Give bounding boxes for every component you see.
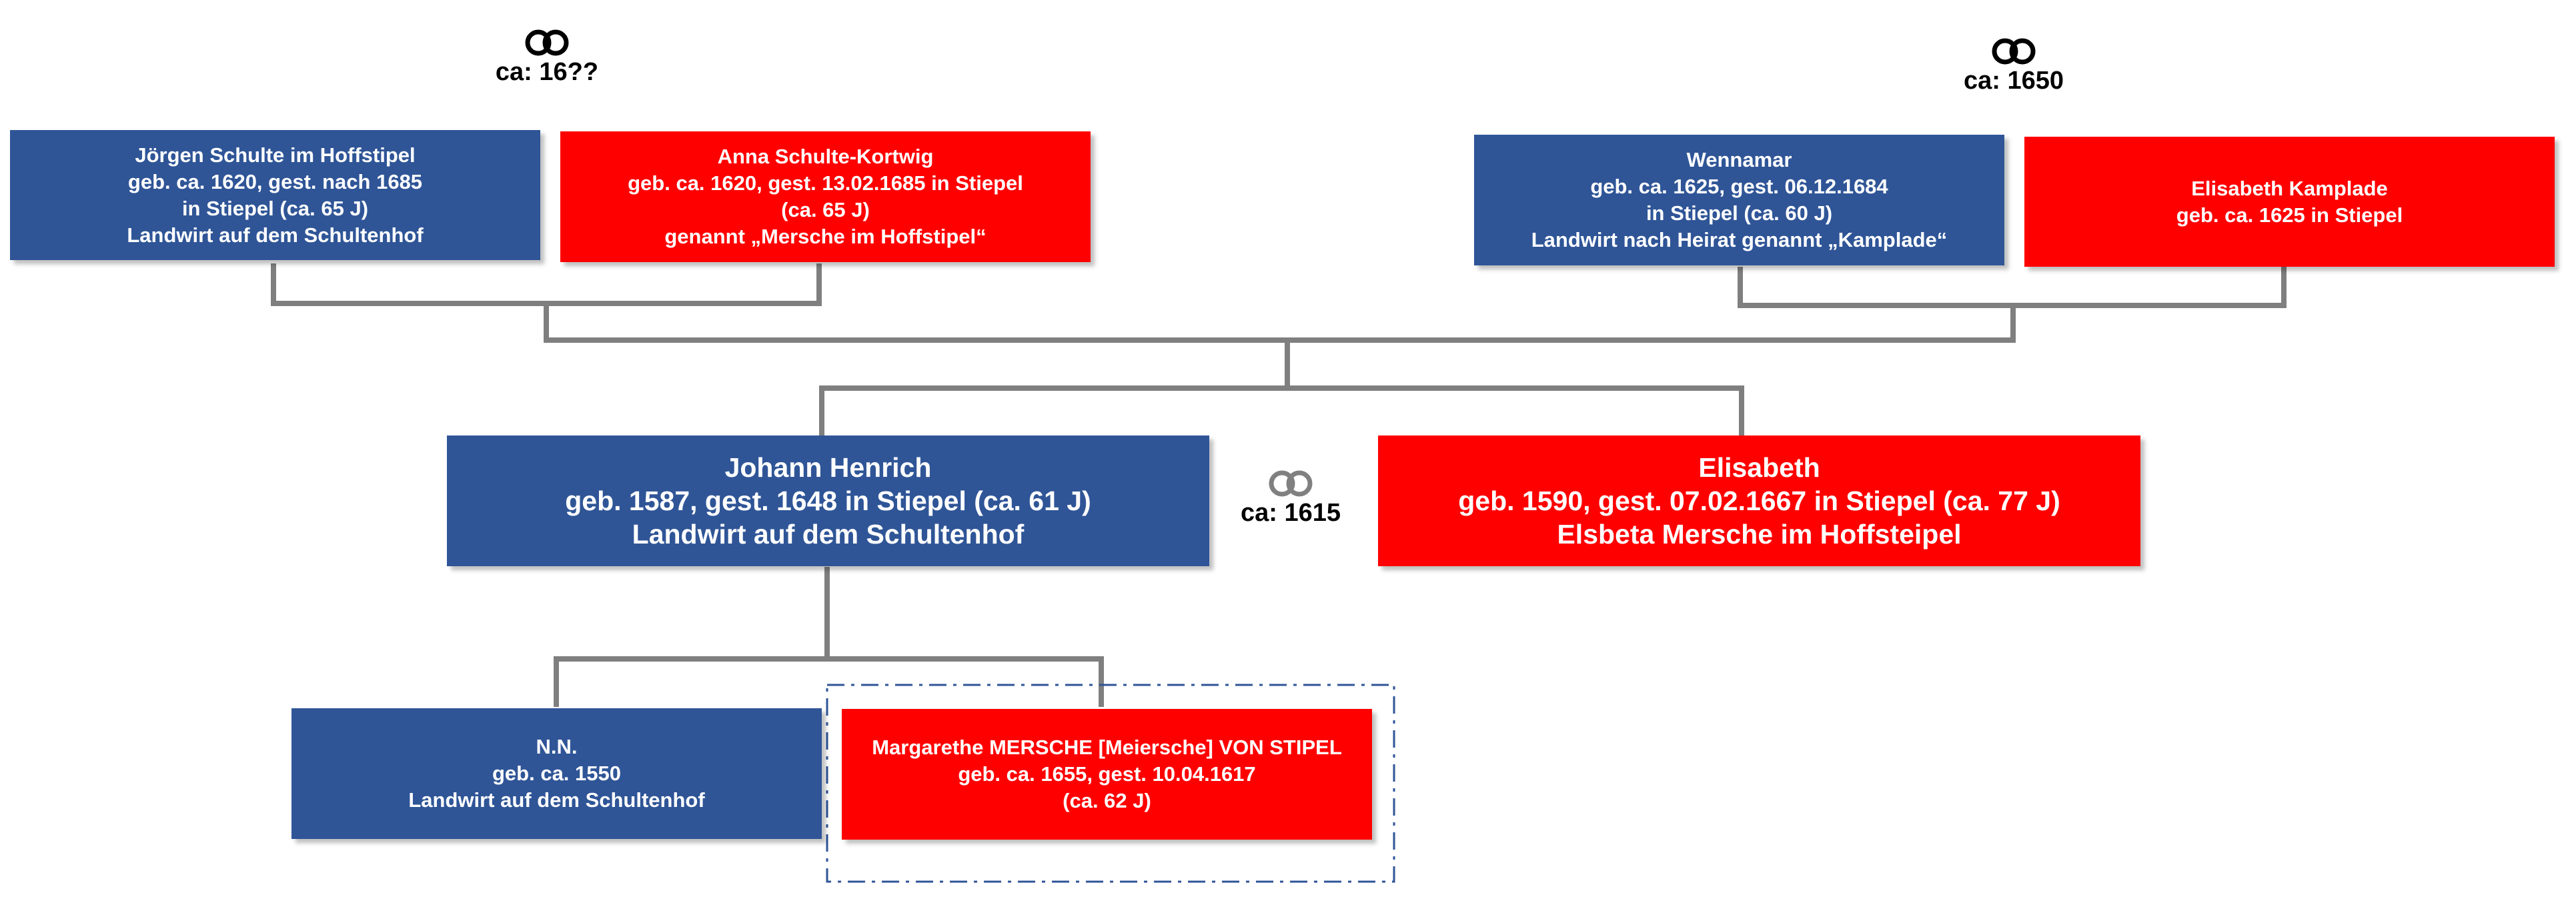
person-name: Margarethe MERSCHE [Meiersche] VON STIPE… (872, 736, 1342, 759)
dashed-highlight-frame (826, 684, 1395, 883)
marriage-symbol-couple: ca: 1615 (1211, 469, 1371, 528)
person-box-elisabeth[interactable]: Elisabeth geb. 1590, gest. 07.02.1667 in… (1378, 435, 2140, 566)
person-occupation: Landwirt auf dem Schultenhof (632, 519, 1025, 550)
person-box-margarethe-mersche[interactable]: Margarethe MERSCHE [Meiersche] VON STIPE… (842, 709, 1372, 840)
person-alias: Elsbeta Mersche im Hoffsteipel (1557, 519, 1962, 550)
person-box-johann-henrich[interactable]: Johann Henrich geb. 1587, gest. 1648 in … (447, 435, 1209, 566)
person-dates: geb. ca. 1625, gest. 06.12.1684 (1590, 175, 1888, 198)
person-dates: geb. 1590, gest. 07.02.1667 in Stiepel (… (1458, 486, 2060, 516)
person-name: Wennamar (1686, 148, 1792, 171)
wedding-rings-icon (1269, 470, 1313, 497)
person-box-wennamar[interactable]: Wennamar geb. ca. 1625, gest. 06.12.1684… (1474, 135, 2004, 265)
person-place: in Stiepel (ca. 65 J) (181, 196, 369, 220)
person-name: N.N. (536, 735, 578, 758)
person-dates: geb. ca. 1655, gest. 10.04.1617 (958, 762, 1256, 786)
wedding-rings-icon (525, 29, 569, 56)
person-name: Johann Henrich (724, 452, 932, 483)
connector-grandparent-families (544, 303, 2016, 343)
person-name: Anna Schulte-Kortwig (717, 145, 934, 168)
person-nickname: genannt „Mersche im Hoffstipel“ (664, 225, 987, 248)
person-occupation: Landwirt nach Heirat genannt „Kamplade“ (1531, 228, 1948, 251)
connector-right-grandparents (1738, 267, 2287, 308)
connector-couple-bar (819, 385, 1744, 437)
person-dates: geb. ca. 1550 (492, 762, 621, 785)
marriage-date-left-grandparents: ca: 16?? (495, 58, 599, 86)
person-name: Elisabeth (1698, 452, 1820, 483)
marriage-symbol-right-grandparents: ca: 1650 (1934, 37, 2094, 95)
person-box-joergen-schulte[interactable]: Jörgen Schulte im Hoffstipel geb. ca. 16… (10, 130, 540, 260)
person-age: (ca. 65 J) (781, 198, 870, 221)
person-name: Jörgen Schulte im Hoffstipel (135, 143, 416, 167)
person-box-elisabeth-kamplade[interactable]: Elisabeth Kamplade geb. ca. 1625 in Stie… (2024, 137, 2555, 267)
person-dates: geb. ca. 1625 in Stiepel (2176, 203, 2403, 227)
marriage-symbol-left-grandparents: ca: 16?? (467, 28, 627, 87)
person-occupation: Landwirt auf dem Schultenhof (127, 223, 424, 247)
person-age: (ca. 62 J) (1063, 789, 1151, 812)
person-box-nn[interactable]: N.N. geb. ca. 1550 Landwirt auf dem Schu… (291, 708, 822, 839)
person-dates: geb. 1587, gest. 1648 in Stiepel (ca. 61… (565, 486, 1091, 516)
person-place: in Stiepel (ca. 60 J) (1646, 201, 1833, 225)
person-dates: geb. ca. 1620, gest. nach 1685 (127, 169, 423, 193)
marriage-date-couple: ca: 1615 (1240, 499, 1341, 527)
person-box-anna-schulte-kortwig[interactable]: Anna Schulte-Kortwig geb. ca. 1620, gest… (560, 131, 1091, 262)
wedding-rings-icon (1992, 38, 2036, 65)
marriage-date-right-grandparents: ca: 1650 (1963, 67, 2064, 95)
person-name: Elisabeth Kamplade (2191, 176, 2388, 200)
person-dates: geb. ca. 1620, gest. 13.02.1685 in Stiep… (628, 171, 1023, 195)
connector-children-bar (554, 656, 1104, 707)
person-occupation: Landwirt auf dem Schultenhof (408, 788, 705, 812)
connector-left-grandparents (271, 263, 822, 306)
